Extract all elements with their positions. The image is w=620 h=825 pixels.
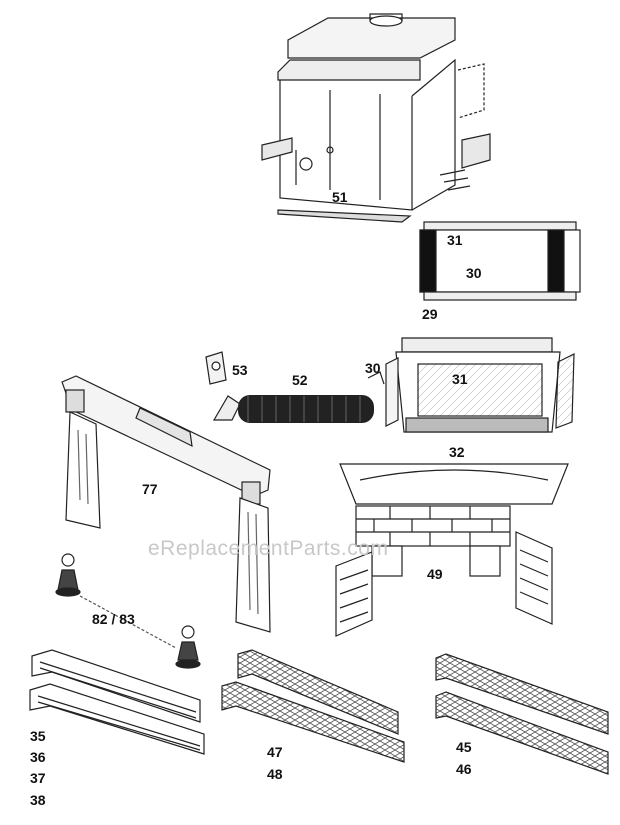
label-part-32: 32 [449, 444, 465, 460]
part-35-38-rails [29, 649, 205, 755]
part-32-top-panel [339, 463, 569, 505]
part-47-48-lattice-panels [221, 649, 405, 763]
part-52-flex-hose [212, 395, 374, 423]
label-part-30-screen: 30 [466, 265, 482, 281]
part-29-30-31-screen-frame [419, 221, 581, 301]
part-45-46-lattice-panels [435, 653, 609, 775]
part-53-bracket [205, 351, 227, 385]
watermark: eReplacementParts.com [148, 537, 389, 560]
label-part-38: 38 [30, 792, 46, 808]
part-82-83-andirons [55, 553, 201, 669]
part-49-brick-panels [335, 505, 553, 637]
label-part-30-door: 30 [365, 360, 381, 376]
label-part-45: 45 [456, 739, 472, 755]
label-part-77: 77 [142, 481, 158, 497]
label-part-35: 35 [30, 728, 46, 744]
part-31-32-door-glass [367, 337, 575, 433]
label-part-51: 51 [332, 189, 348, 205]
label-part-37: 37 [30, 770, 46, 786]
label-part-48: 48 [267, 766, 283, 782]
label-part-29: 29 [422, 306, 438, 322]
part-51-firebox [261, 13, 491, 223]
label-part-31-door: 31 [452, 371, 468, 387]
label-part-36: 36 [30, 749, 46, 765]
label-part-31-screen: 31 [447, 232, 463, 248]
label-part-49: 49 [427, 566, 443, 582]
label-part-52: 52 [292, 372, 308, 388]
part-77-mantel [61, 375, 271, 633]
label-part-53: 53 [232, 362, 248, 378]
label-part-47: 47 [267, 744, 283, 760]
label-part-82-83: 82 / 83 [92, 611, 135, 627]
label-part-46: 46 [456, 761, 472, 777]
